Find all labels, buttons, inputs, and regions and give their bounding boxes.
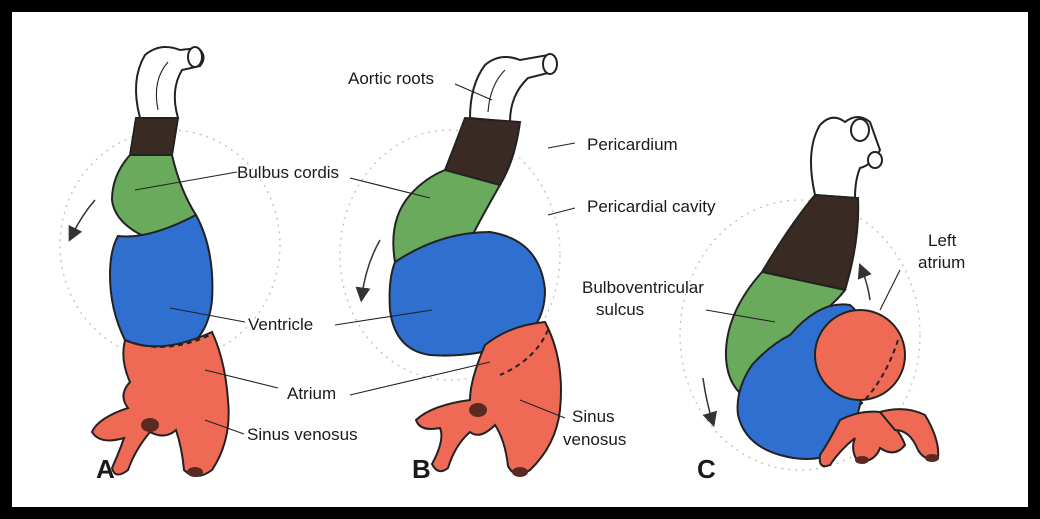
panel-c-aortic-roots: [811, 117, 882, 198]
panel-letter-c: C: [697, 454, 716, 484]
leader-left-atrium: [880, 270, 900, 310]
leader-pericardium: [548, 143, 575, 148]
leader-atrium-b: [350, 362, 490, 395]
panel-c-rotation-arrow-right: [862, 270, 870, 300]
panel-letter-b: B: [412, 454, 431, 484]
label-bulboventricular: Bulboventricular: [582, 278, 704, 297]
label-atrium-c: atrium: [918, 253, 965, 272]
panel-b-rotation-arrow: [362, 240, 380, 295]
label-sinus-venosus-a: Sinus venosus: [247, 425, 358, 444]
panel-b-aortic-roots: [470, 54, 557, 122]
panel-c-vein-opening-2: [925, 454, 939, 462]
panel-a-vein-opening: [141, 418, 159, 432]
label-sinus-b: Sinus: [572, 407, 615, 426]
panel-a-ventricle: [110, 215, 212, 354]
label-aortic-roots: Aortic roots: [348, 69, 434, 88]
label-atrium: Atrium: [287, 384, 336, 403]
label-pericardial-cavity: Pericardial cavity: [587, 197, 716, 216]
panel-a-truncus: [130, 118, 178, 155]
label-venosus-b: venosus: [563, 430, 626, 449]
panel-letter-a: A: [96, 454, 115, 484]
panel-c-vein-opening-1: [855, 456, 869, 464]
label-bulbus-cordis: Bulbus cordis: [237, 163, 339, 182]
panel-b-heart-tube: [340, 54, 561, 477]
leader-pericardial-cavity: [548, 208, 575, 215]
label-ventricle: Ventricle: [248, 315, 313, 334]
panel-c-rotation-arrow-left: [703, 378, 712, 420]
panel-b-vein-opening-2: [512, 467, 528, 477]
panel-c-left-atrium: [815, 310, 905, 400]
panel-a-vein-opening-2: [187, 467, 203, 477]
panel-b-vein-opening: [469, 403, 487, 417]
panel-a-rotation-arrow: [72, 200, 95, 235]
heart-development-diagram: Aortic roots Bulbus cordis Pericardium P…: [12, 12, 1028, 507]
label-pericardium: Pericardium: [587, 135, 678, 154]
panel-a-aortic-roots: [136, 47, 204, 118]
label-left: Left: [928, 231, 957, 250]
panel-a-heart-tube: [60, 47, 280, 477]
figure-panel: Aortic roots Bulbus cordis Pericardium P…: [12, 12, 1028, 507]
panel-c-heart: [680, 117, 939, 470]
label-sulcus: sulcus: [596, 300, 644, 319]
